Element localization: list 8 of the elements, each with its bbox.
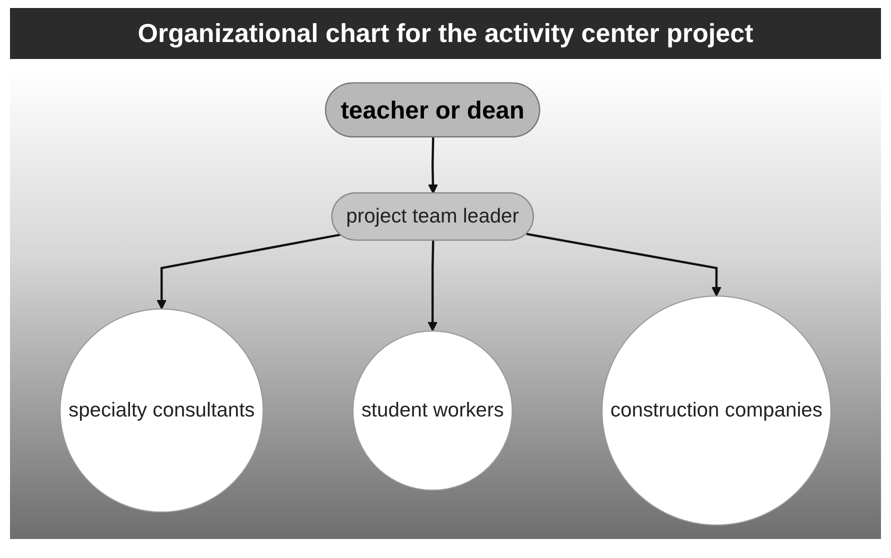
arrow — [428, 240, 438, 332]
arrow — [428, 137, 438, 194]
chart-title: Organizational chart for the activity center project — [10, 8, 881, 59]
node-circle: student workers — [352, 330, 513, 491]
node-circle: specialty consultants — [60, 308, 264, 513]
arrow — [526, 232, 722, 297]
arrow — [156, 234, 341, 310]
node-circle: construction companies — [601, 296, 832, 526]
